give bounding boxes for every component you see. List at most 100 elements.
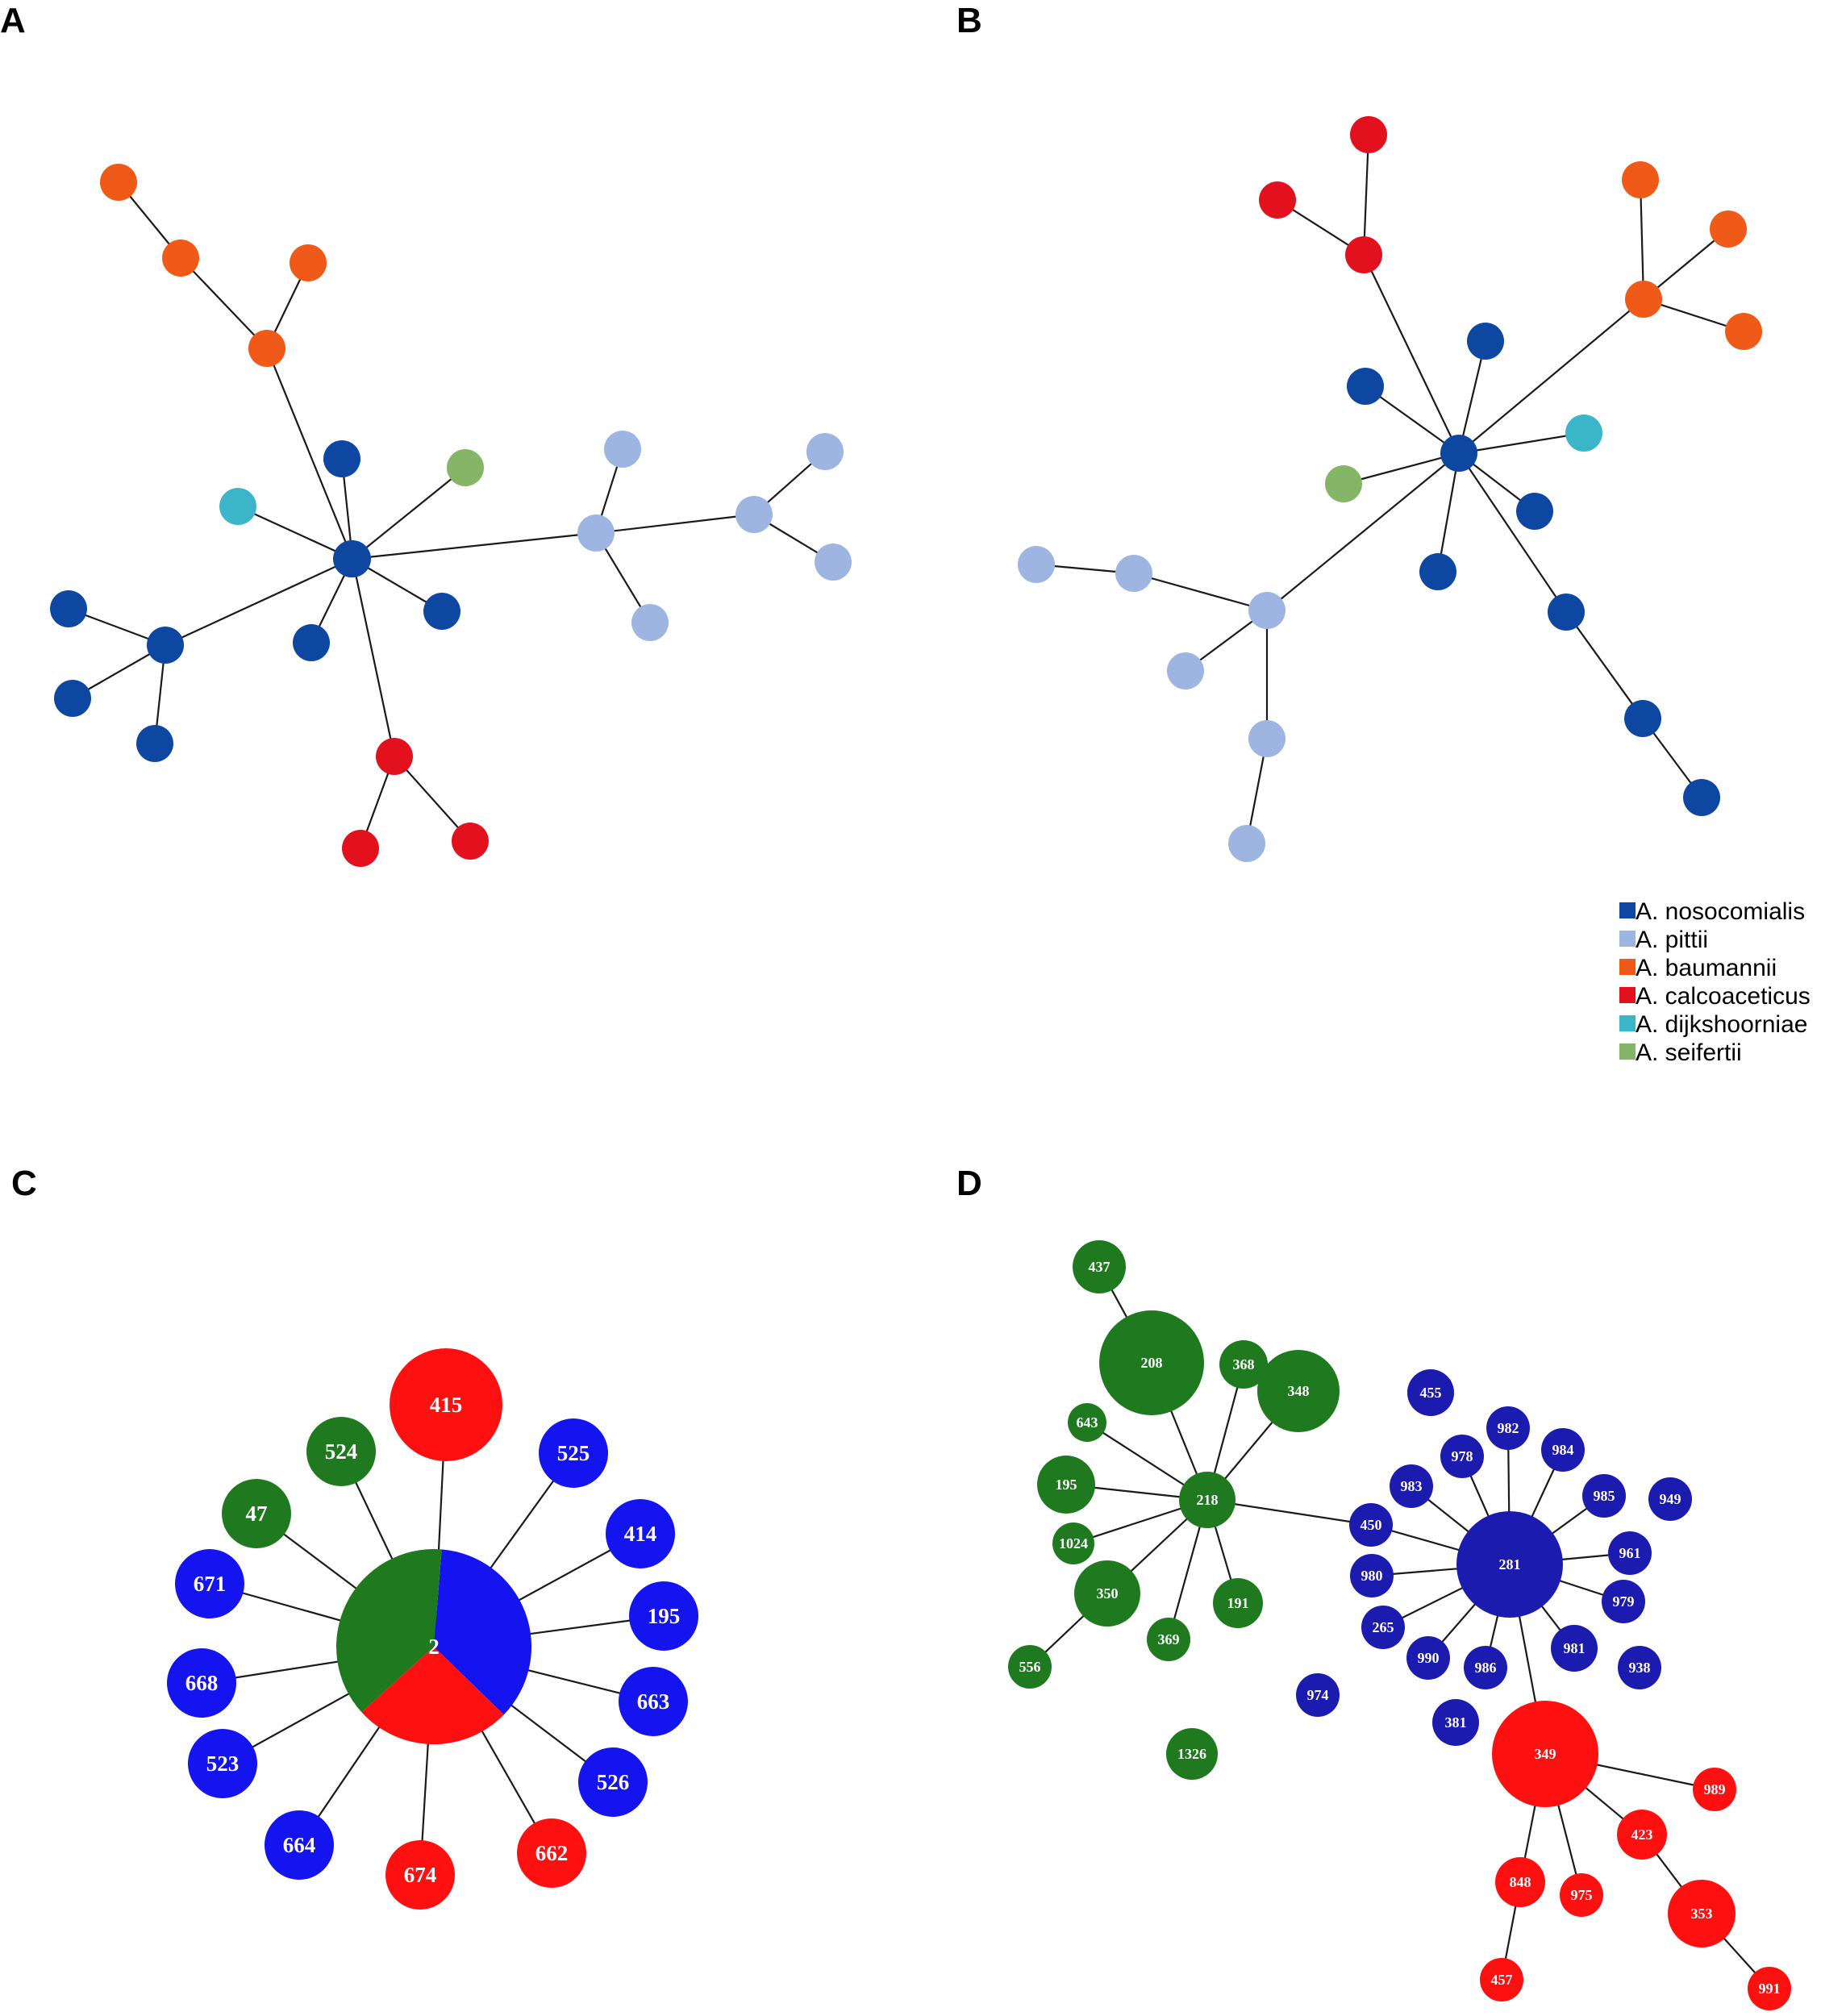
network-a-edge	[394, 756, 471, 842]
network-c-node	[390, 1348, 502, 1461]
network-d-node-label: 986	[1475, 1660, 1497, 1676]
network-d-node	[1560, 1873, 1603, 1917]
network-d-node	[1602, 1580, 1645, 1623]
network-d-node	[1037, 1456, 1095, 1514]
network-b-edge	[1458, 298, 1644, 454]
network-d-node	[1456, 1511, 1563, 1618]
network-c-center-slice	[336, 1549, 442, 1713]
network-c-center-slice	[361, 1647, 504, 1744]
network-b-node	[1228, 825, 1265, 862]
network-d-node	[1219, 1340, 1268, 1389]
network-c-node-label: 195	[648, 1604, 681, 1628]
network-b-edge	[1436, 452, 1461, 573]
network-a-node	[54, 680, 91, 717]
network-c-node	[517, 1818, 586, 1888]
panel-label-a: A	[0, 1, 26, 40]
legend-swatch	[1619, 902, 1636, 918]
network-b-node	[1683, 779, 1720, 816]
network-b-node	[1440, 435, 1477, 472]
network-b-edge	[1363, 254, 1460, 454]
network-c-node-label: 524	[325, 1439, 358, 1464]
network-d-node	[1052, 1522, 1094, 1564]
network-d-node-label: 208	[1141, 1355, 1163, 1371]
network-d-node	[1486, 1406, 1530, 1450]
network-d-node-label: 949	[1660, 1491, 1681, 1507]
network-d-node-label: 281	[1499, 1556, 1521, 1572]
network-d-node-label: 349	[1535, 1746, 1556, 1762]
network-c-center-slice	[434, 1549, 531, 1715]
network-c-node	[265, 1810, 334, 1880]
network-b-edge	[1362, 134, 1370, 256]
network-b-edge	[1565, 611, 1644, 719]
network-a-edge	[237, 505, 353, 560]
network-d-node-label: 978	[1452, 1448, 1473, 1464]
legend-label: A. pittii	[1636, 927, 1708, 953]
network-b-edge	[1458, 431, 1585, 455]
network-d-node	[1350, 1554, 1394, 1597]
network-d-node	[1748, 1967, 1791, 2010]
network-b-edge	[1365, 385, 1460, 454]
legend-label: A. dijkshoorniae	[1636, 1011, 1807, 1038]
legend-swatch	[1619, 1043, 1636, 1060]
network-d-node	[1464, 1646, 1507, 1689]
network-d-node-label: 353	[1691, 1906, 1713, 1922]
network-c-node-label: 668	[185, 1671, 219, 1695]
network-d-node	[1257, 1350, 1340, 1432]
network-c-node-label: 414	[624, 1522, 657, 1546]
network-b-edge	[1343, 452, 1460, 485]
network-a-node	[323, 440, 360, 477]
network-d-node	[1008, 1645, 1052, 1689]
network-a-node	[806, 433, 844, 470]
network-d-node-label: 350	[1097, 1585, 1119, 1602]
network-b-edge	[1266, 452, 1460, 611]
network-d-node-label: 1326	[1177, 1746, 1206, 1762]
network-d-node	[1693, 1768, 1736, 1811]
network-c-node	[167, 1648, 236, 1718]
network-d-node-label: 984	[1552, 1442, 1574, 1458]
network-c-node-label: 662	[535, 1841, 569, 1865]
network-b-node	[1419, 553, 1456, 590]
network-d-node	[1406, 1636, 1450, 1680]
network-d-node-label: 985	[1594, 1488, 1615, 1504]
network-d-node-label: 982	[1498, 1420, 1519, 1436]
network-d-node-label: 265	[1373, 1619, 1394, 1635]
network-d-node	[1648, 1477, 1692, 1521]
network-d-node-label: 980	[1361, 1568, 1383, 1584]
network-d-node	[1349, 1503, 1393, 1547]
network-d-node	[1074, 1560, 1140, 1627]
network-c-node	[175, 1549, 244, 1618]
network-a-node	[735, 496, 773, 533]
network-a-node	[219, 488, 256, 525]
network-a-node	[447, 449, 484, 486]
network-a-node	[631, 604, 669, 641]
network-c-node	[629, 1581, 698, 1651]
network-d-node-label: 983	[1401, 1478, 1423, 1494]
network-d-node	[1179, 1472, 1236, 1528]
network-d-node-label: 218	[1197, 1492, 1219, 1508]
network-d-node	[1582, 1474, 1626, 1518]
network-a-edge	[180, 257, 268, 349]
network-c-node-label: 47	[246, 1502, 268, 1526]
network-c-node	[222, 1479, 291, 1548]
network-d-node	[1073, 1240, 1126, 1293]
network-d-node	[1541, 1428, 1585, 1472]
legend-label: A. calcoaceticus	[1636, 983, 1811, 1010]
network-c-node-label: 674	[404, 1863, 437, 1887]
legend-swatch	[1619, 1015, 1636, 1031]
network-d-node-label: 975	[1571, 1887, 1593, 1903]
network-c-node	[188, 1729, 257, 1798]
network-d-node	[1480, 1958, 1523, 2001]
network-c-center-label: 2	[428, 1635, 440, 1659]
panel-label-c: C	[11, 1164, 37, 1203]
network-d-node-label: 450	[1361, 1517, 1382, 1533]
network-b-node	[1248, 720, 1286, 757]
network-b-node	[1347, 368, 1384, 405]
network-d-node-label: 369	[1158, 1631, 1180, 1647]
network-d-node	[1099, 1310, 1204, 1415]
network-d-node	[1166, 1728, 1218, 1780]
network-b-node	[1018, 546, 1055, 583]
network-b-node	[1710, 210, 1747, 248]
network-d-node-label: 195	[1056, 1477, 1077, 1493]
network-d-node-label: 848	[1510, 1874, 1531, 1890]
network-c-node-label: 415	[430, 1393, 463, 1417]
